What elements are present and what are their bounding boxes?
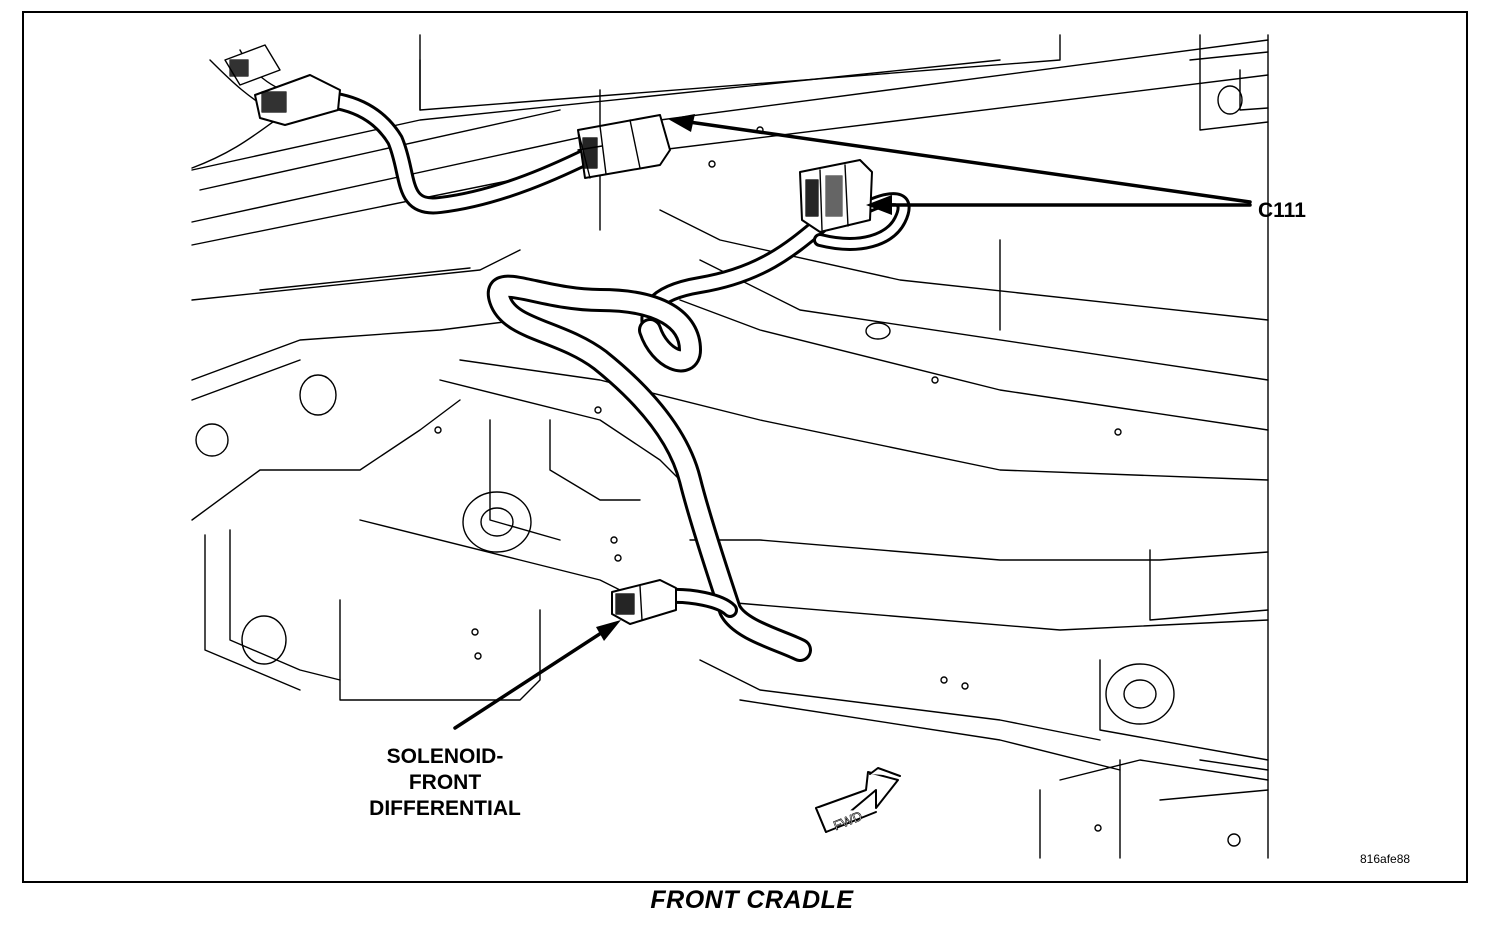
wiring-harness xyxy=(191,49,911,662)
callout-solenoid-line1: SOLENOID- xyxy=(386,745,504,768)
connector-solenoid xyxy=(611,579,677,625)
connector-c111-lower xyxy=(799,159,873,233)
leader-arrows xyxy=(453,118,1252,730)
callout-solenoid-line2: FRONT xyxy=(408,771,482,794)
figure-id: 816afe88 xyxy=(1360,852,1411,866)
callout-solenoid-front-differential: SOLENOID- FRONT DIFFERENTIAL xyxy=(330,744,560,822)
mounting-holes xyxy=(195,85,1243,847)
callout-solenoid-line3: DIFFERENTIAL xyxy=(369,797,521,820)
cradle-structure xyxy=(191,34,1269,859)
connector-top-left xyxy=(224,44,341,126)
callout-c111: C111 xyxy=(1258,199,1306,222)
connector-c111-upper xyxy=(577,114,671,179)
figure-caption: FRONT CRADLE xyxy=(650,886,854,914)
diagram-frame xyxy=(22,11,1468,883)
fwd-direction-arrow: FWD xyxy=(815,767,901,834)
arrowheads xyxy=(596,114,892,641)
